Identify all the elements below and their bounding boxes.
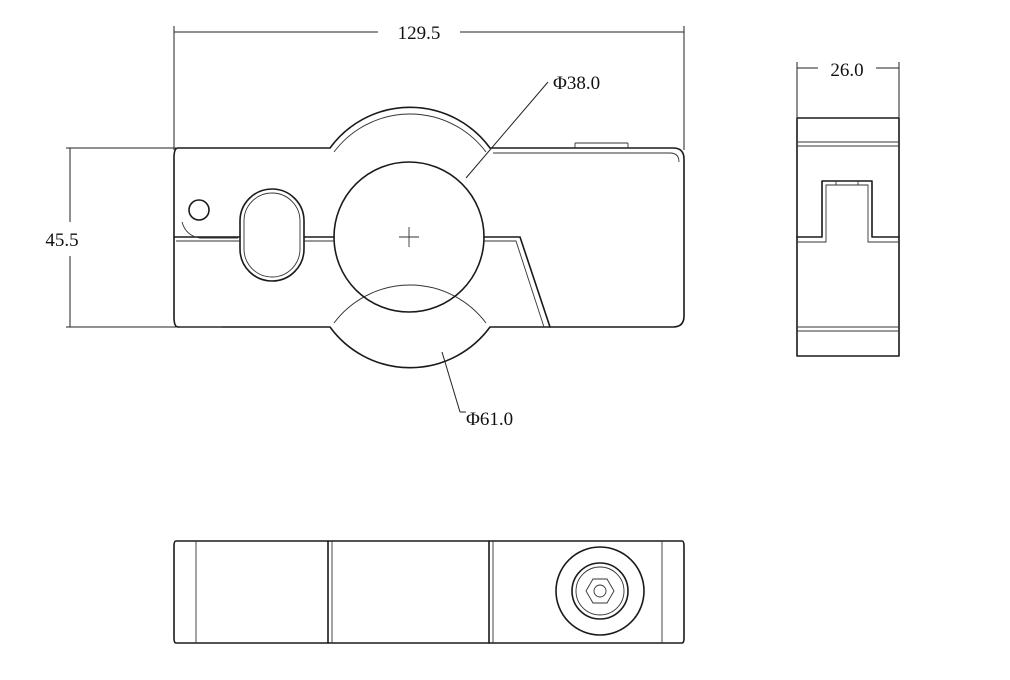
outer-diameter-label: Φ61.0 <box>466 409 513 430</box>
callout-outer-diameter: Φ61.0 <box>441 351 513 430</box>
dimension-width: 26.0 <box>796 60 900 120</box>
callout-inner-diameter: Φ38.0 <box>465 73 600 179</box>
screw-head <box>555 546 645 636</box>
height-label: 45.5 <box>45 230 78 251</box>
pin-hole <box>188 199 210 221</box>
dimension-height: 45.5 <box>45 147 176 328</box>
top-view <box>173 540 685 644</box>
dimension-overall-length: 129.5 <box>173 23 685 150</box>
front-view <box>173 106 685 369</box>
front-outline <box>173 106 685 369</box>
oval-slot <box>239 188 305 282</box>
hex-socket-icon <box>585 578 615 604</box>
width-label: 26.0 <box>830 60 863 81</box>
top-outline <box>173 540 685 644</box>
split-line <box>173 236 551 328</box>
side-tongue <box>796 180 900 238</box>
length-label: 129.5 <box>398 23 441 44</box>
side-view <box>796 117 900 357</box>
inner-diameter-label: Φ38.0 <box>553 73 600 94</box>
